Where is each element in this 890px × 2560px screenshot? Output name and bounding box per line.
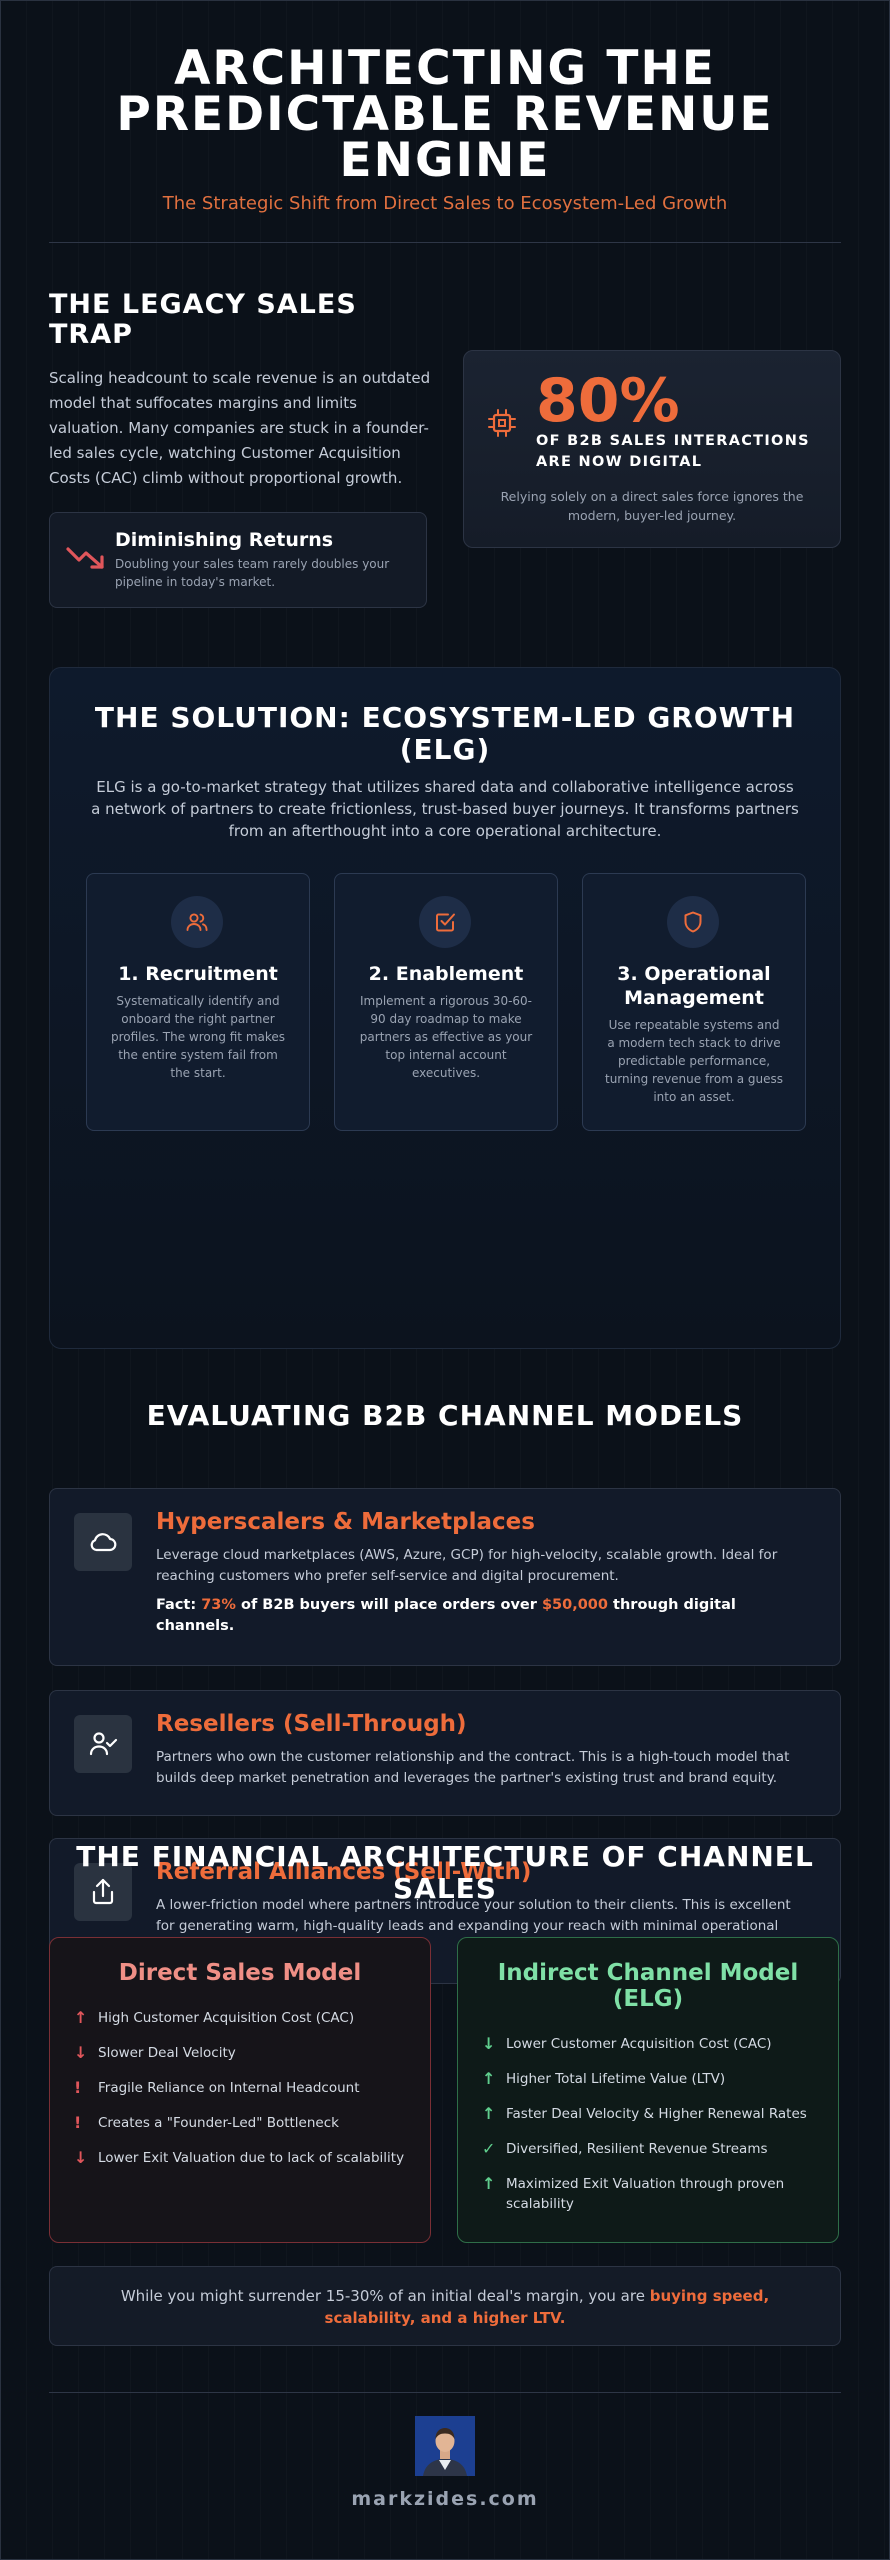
pillar-operational-management: 3. Operational Management Use repeatable… xyxy=(582,873,806,1131)
users-icon xyxy=(186,913,208,931)
page-title: ARCHITECTING THE PREDICTABLE REVENUE ENG… xyxy=(116,41,774,188)
digital-stat-card: 80% OF B2B SALES INTERACTIONS ARE NOW DI… xyxy=(463,350,841,548)
cpu-chip-icon xyxy=(488,409,516,437)
model-title: Referral Alliances (Sell-With) xyxy=(156,1859,532,1885)
cloud-icon xyxy=(90,1533,117,1552)
list-item: ↑Faster Deal Velocity & Higher Renewal R… xyxy=(482,2104,807,2123)
pillar-title: 1. Recruitment xyxy=(118,963,278,985)
shield-icon xyxy=(684,911,702,933)
list-item: !Creates a "Founder-Led" Bottleneck xyxy=(74,2113,339,2132)
pillar-text: Use repeatable systems and a modern tech… xyxy=(605,1018,783,1104)
checkbox-icon xyxy=(436,913,455,932)
model-title: Hyperscalers & Marketplaces xyxy=(156,1509,535,1535)
diminishing-returns-text: Doubling your sales team rarely doubles … xyxy=(115,557,390,589)
callout-text: While you might surrender 15-30% of an i… xyxy=(120,2287,650,2305)
direct-sales-title: Direct Sales Model xyxy=(118,1960,362,1986)
model-text: Partners who own the customer relationsh… xyxy=(156,1749,790,1786)
pillar-text: Implement a rigorous 30-60-90 day roadma… xyxy=(359,994,533,1080)
callout-highlight: buying speed, scalability, and a higher … xyxy=(324,2287,770,2327)
stat-value: 80% xyxy=(536,366,680,436)
financial-title: THE FINANCIAL ARCHITECTURE OF CHANNEL SA… xyxy=(76,1840,814,1905)
stat-label: OF B2B SALES INTERACTIONS ARE NOW DIGITA… xyxy=(536,433,810,470)
list-item: ↓Lower Exit Valuation due to lack of sca… xyxy=(74,2148,405,2167)
model-title: Resellers (Sell-Through) xyxy=(156,1711,467,1737)
user-check-icon xyxy=(89,1732,118,1756)
trending-down-icon xyxy=(66,547,104,569)
solution-title: THE SOLUTION: ECOSYSTEM-LED GROWTH (ELG) xyxy=(94,701,796,766)
indirect-channel-list: ↓Lower Customer Acquisition Cost (CAC) ↑… xyxy=(482,2034,822,2229)
list-item: ↑High Customer Acquisition Cost (CAC) xyxy=(74,2008,355,2027)
fact-amount: $50,000 xyxy=(541,1597,608,1613)
avatar xyxy=(415,2416,475,2476)
direct-sales-list: ↑High Customer Acquisition Cost (CAC) ↓S… xyxy=(74,2008,414,2183)
list-item: ↓Slower Deal Velocity xyxy=(74,2043,236,2062)
pillar-enablement: 2. Enablement Implement a rigorous 30-60… xyxy=(334,873,558,1131)
channels-title: EVALUATING B2B CHANNEL MODELS xyxy=(146,1399,744,1432)
fact-percent: 73% xyxy=(201,1597,236,1613)
solution-description: ELG is a go-to-market strategy that util… xyxy=(91,778,799,840)
model-card-hyperscalers: Hyperscalers & Marketplaces Leverage clo… xyxy=(49,1488,841,1666)
model-text: Leverage cloud marketplaces (AWS, Azure,… xyxy=(156,1547,778,1584)
share-upload-icon xyxy=(92,1878,114,1905)
indirect-channel-title: Indirect Channel Model (ELG) xyxy=(497,1960,799,2012)
stat-note: Relying solely on a direct sales force i… xyxy=(500,489,804,523)
page-subtitle: The Strategic Shift from Direct Sales to… xyxy=(162,193,728,214)
author-portrait-icon xyxy=(415,2416,475,2476)
margin-callout: While you might surrender 15-30% of an i… xyxy=(49,2266,841,2346)
diminishing-returns-card: Diminishing Returns Doubling your sales … xyxy=(49,512,427,608)
solution-section: THE SOLUTION: ECOSYSTEM-LED GROWTH (ELG)… xyxy=(49,667,841,1349)
list-item: ↑Higher Total Lifetime Value (LTV) xyxy=(482,2069,726,2088)
model-card-resellers: Resellers (Sell-Through) Partners who ow… xyxy=(49,1690,841,1816)
pillar-recruitment: 1. Recruitment Systematically identify a… xyxy=(86,873,310,1131)
pillar-title: 2. Enablement xyxy=(368,963,524,985)
direct-sales-card: Direct Sales Model ↑High Customer Acquis… xyxy=(49,1937,431,2243)
pillar-text: Systematically identify and onboard the … xyxy=(110,994,286,1080)
legacy-title: THE LEGACY SALES TRAP xyxy=(49,289,357,350)
diminishing-returns-title: Diminishing Returns xyxy=(115,529,334,551)
list-item: !Fragile Reliance on Internal Headcount xyxy=(74,2078,360,2097)
pillar-title: 3. Operational Management xyxy=(617,963,771,1009)
model-text: A lower-friction model where partners in… xyxy=(156,1897,791,1955)
divider xyxy=(49,242,841,243)
model-fact: Fact: 73% of B2B buyers will place order… xyxy=(156,1597,736,1634)
divider xyxy=(49,2392,841,2393)
list-item: ↓Lower Customer Acquisition Cost (CAC) xyxy=(482,2034,772,2053)
site-url: markzides.com xyxy=(351,2488,539,2510)
list-item: ↑Maximized Exit Valuation through proven… xyxy=(482,2174,785,2212)
legacy-body: Scaling headcount to scale revenue is an… xyxy=(49,369,431,487)
list-item: ✓Diversified, Resilient Revenue Streams xyxy=(482,2139,768,2158)
indirect-channel-card: Indirect Channel Model (ELG) ↓Lower Cust… xyxy=(457,1937,839,2243)
